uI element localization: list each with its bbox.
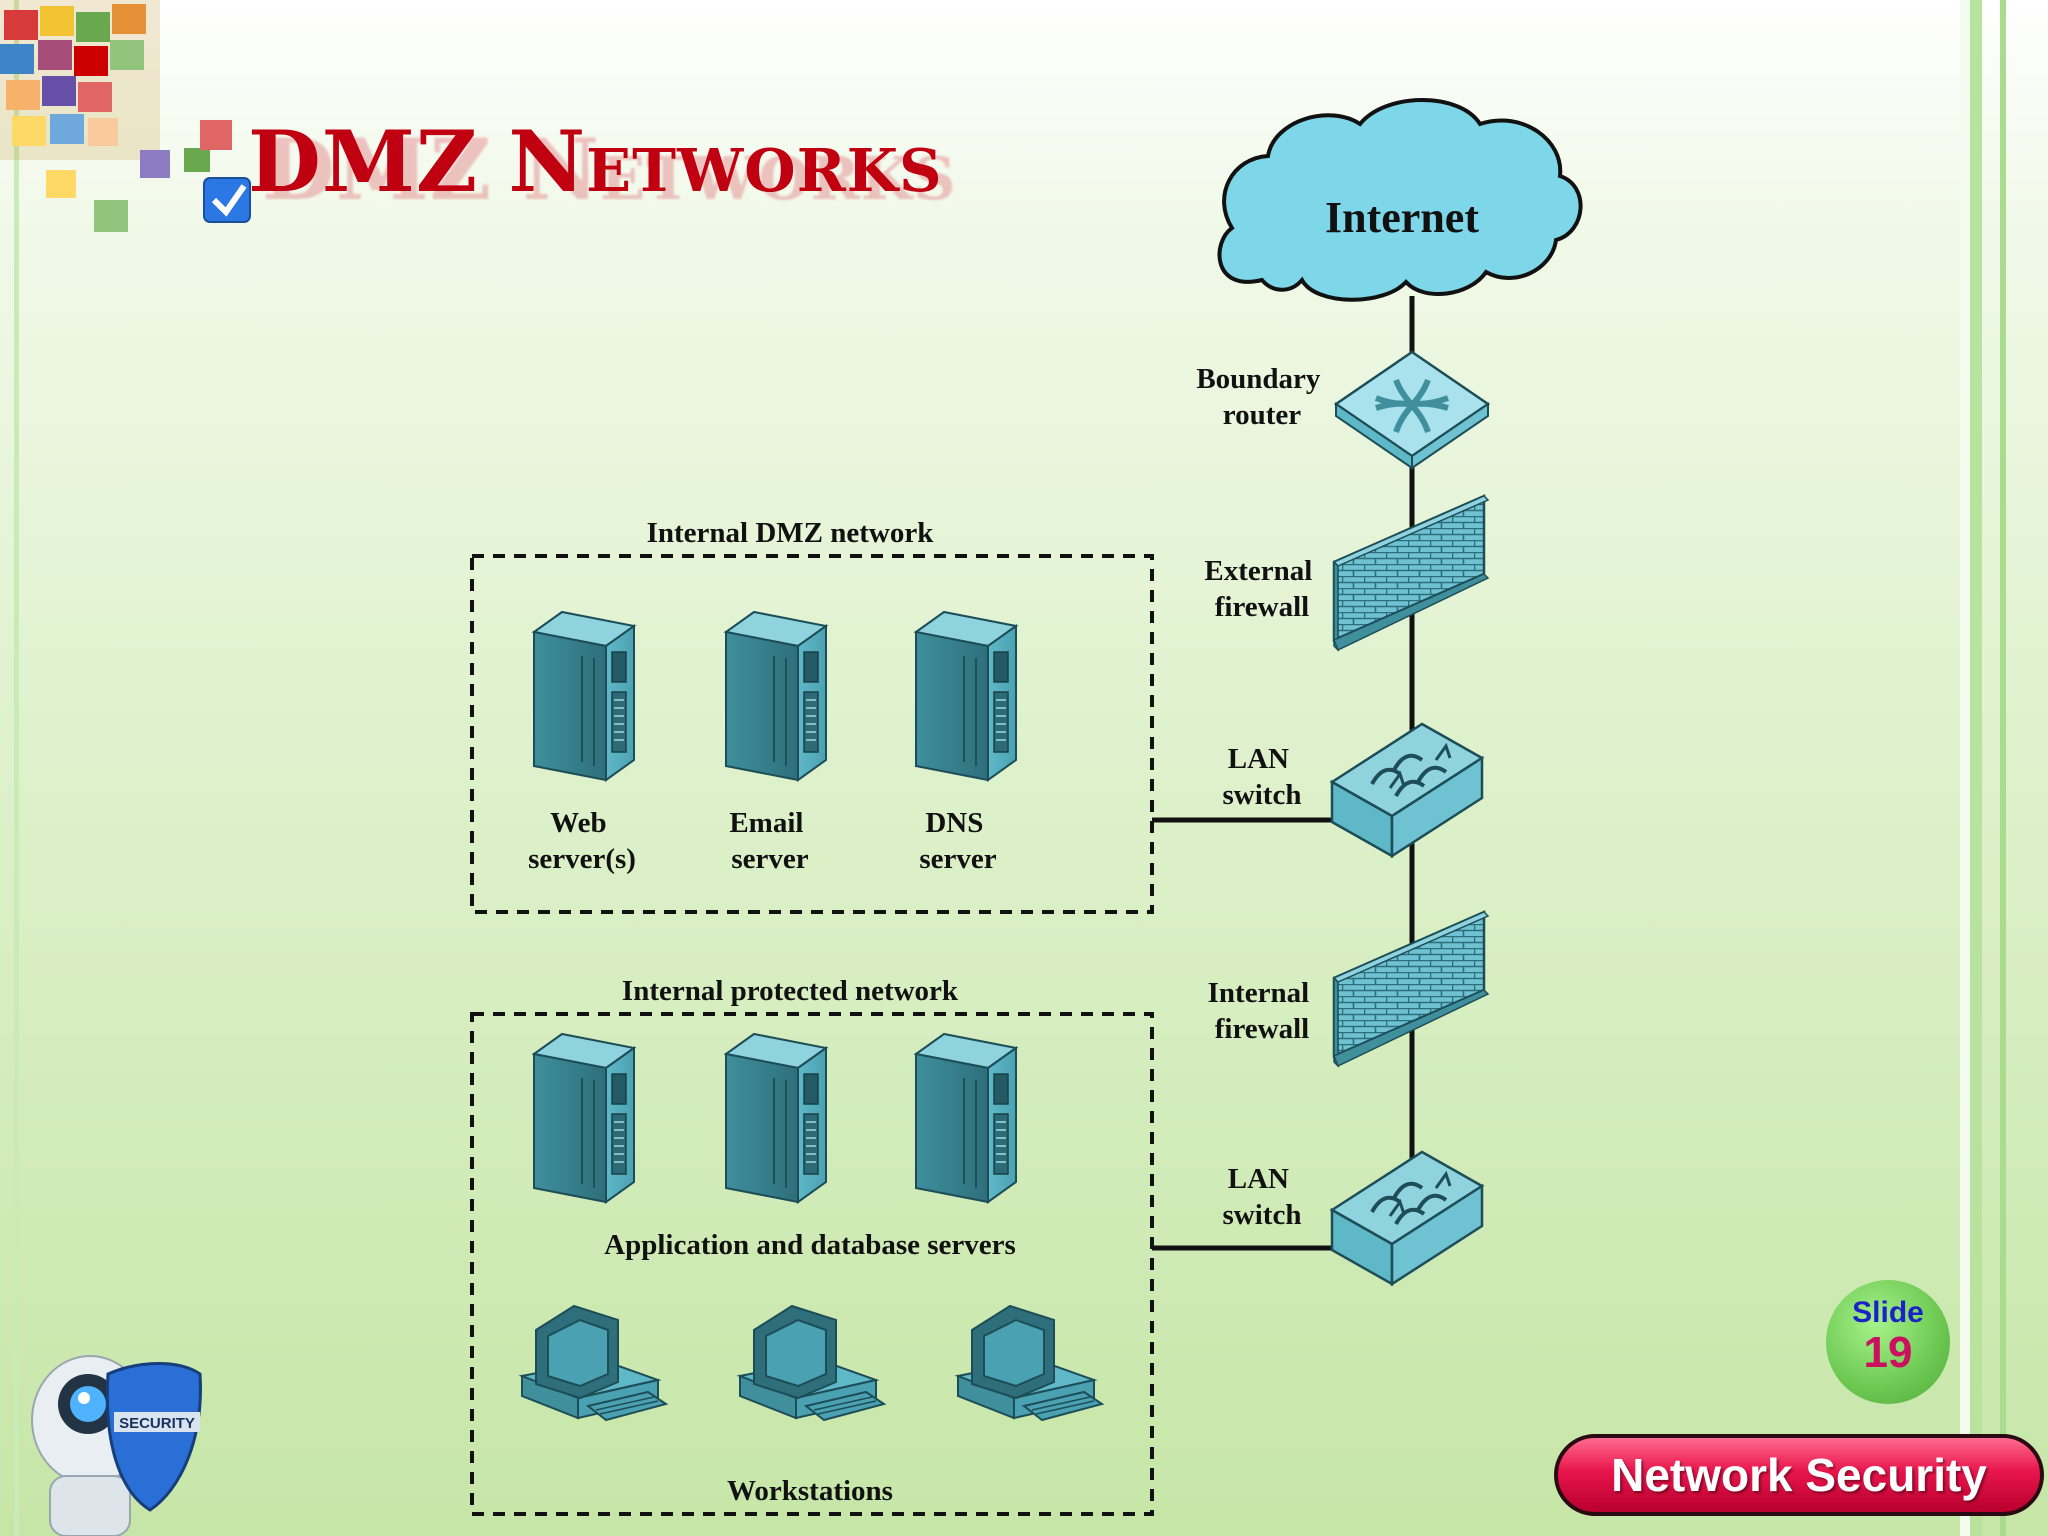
web-server-label: Web server(s) <box>528 807 636 875</box>
app-server-2-icon <box>725 1033 827 1203</box>
app-server-1-icon <box>533 1033 635 1203</box>
workstations-label: Workstations <box>727 1475 893 1507</box>
right-border-stripe-green <box>1970 0 1982 1536</box>
lan-switch-2-icon <box>1330 1150 1484 1286</box>
lan-switch-2-label: LAN switch <box>1223 1163 1302 1231</box>
internet-cloud-icon <box>1217 98 1583 302</box>
dmz-network-box <box>470 554 1154 914</box>
app-server-3-icon <box>915 1033 1017 1203</box>
dns-server-icon <box>915 611 1017 781</box>
right-border-stripe-inner <box>2000 0 2006 1536</box>
workstation-1-icon <box>521 1305 667 1421</box>
slide-number: 19 <box>1863 1328 1913 1377</box>
boundary-router-label: Boundary router <box>1196 363 1327 431</box>
app-db-servers-label: Application and database servers <box>604 1229 1016 1261</box>
boundary-router-icon <box>1333 350 1491 470</box>
dns-server-label: DNS server <box>919 807 996 875</box>
lan-switch-1-label: LAN switch <box>1223 743 1302 811</box>
dmz-network-title: Internal DMZ network <box>647 517 935 549</box>
external-firewall-icon <box>1332 494 1490 652</box>
email-server-label: Email server <box>729 807 810 875</box>
web-server-icon <box>533 611 635 781</box>
external-firewall-label: External firewall <box>1204 555 1319 623</box>
email-server-icon <box>725 611 827 781</box>
internal-firewall-label: Internal firewall <box>1208 977 1317 1045</box>
internal-firewall-icon <box>1332 910 1490 1068</box>
right-border-stripe-outer <box>1960 0 1970 1536</box>
network-security-banner: Network Security <box>1554 1434 2044 1516</box>
slide-number-badge: Slide 19 <box>1826 1280 1950 1404</box>
slide-title: DMZ Networks <box>248 112 943 211</box>
protected-network-title: Internal protected network <box>622 975 959 1007</box>
workstation-3-icon <box>957 1305 1103 1421</box>
workstation-2-icon <box>739 1305 885 1421</box>
left-border-stripe <box>14 0 19 1536</box>
security-robot-logo: SECURITY <box>31 1355 202 1536</box>
internet-label: Internet <box>1325 193 1479 242</box>
check-mark-icon <box>203 177 251 223</box>
security-logo-text: SECURITY <box>119 1415 195 1432</box>
slide-word-label: Slide <box>1852 1296 1924 1329</box>
protected-network-box <box>470 1012 1154 1516</box>
lan-switch-1-icon <box>1330 722 1484 858</box>
colorful-cubes-logo <box>0 0 232 232</box>
